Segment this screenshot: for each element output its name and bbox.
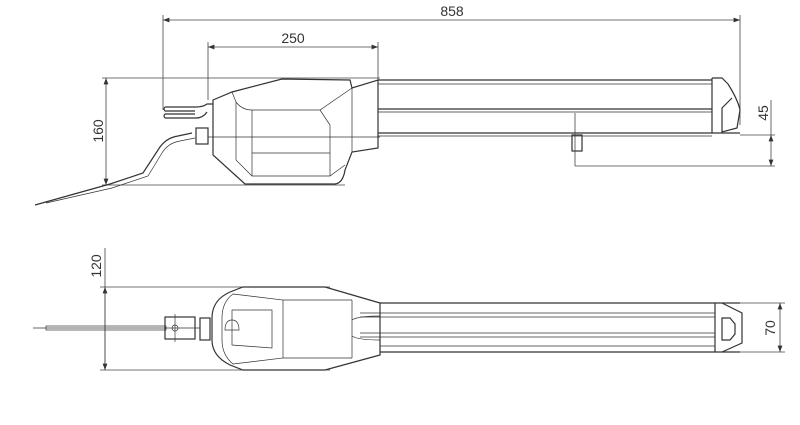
fork-bracket — [163, 103, 213, 119]
actuator-tube-top — [351, 302, 740, 353]
top-view: 120 70 — [33, 248, 785, 371]
end-cap — [711, 77, 741, 133]
dim-label-120: 120 — [88, 254, 104, 278]
dim-label-160: 160 — [90, 119, 106, 143]
dimension-858: 858 — [162, 3, 741, 125]
side-view: 858 250 160 — [34, 3, 775, 206]
dimension-70: 70 — [740, 302, 785, 353]
fork-top — [164, 316, 196, 340]
mounting-pin — [571, 134, 583, 152]
cable-gland — [195, 127, 209, 145]
cable-rod — [45, 325, 167, 331]
motor-housing-top — [211, 286, 381, 371]
end-cap-top — [714, 302, 743, 353]
actuator-tube — [378, 79, 740, 137]
motor-housing — [212, 78, 379, 185]
dimension-120: 120 — [88, 248, 330, 371]
dim-label-858: 858 — [440, 3, 464, 19]
dim-label-45: 45 — [755, 105, 771, 121]
dimension-250: 250 — [207, 30, 379, 100]
power-cable — [34, 132, 193, 206]
dimension-160: 160 — [90, 77, 380, 186]
dim-label-250: 250 — [281, 30, 305, 46]
dim-label-70: 70 — [762, 320, 778, 336]
dimension-45: 45 — [574, 100, 775, 167]
